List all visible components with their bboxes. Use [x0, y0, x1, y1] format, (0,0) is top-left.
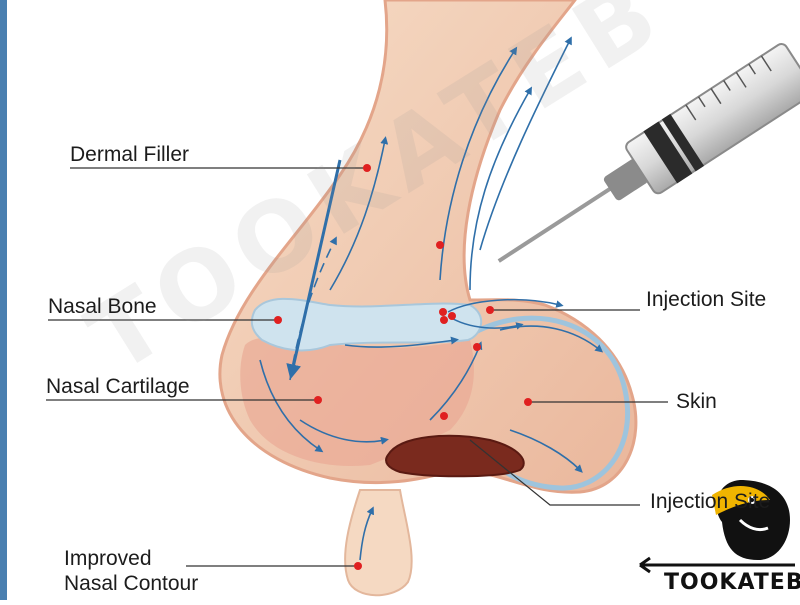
columella: [344, 489, 413, 597]
injection-flow: [447, 298, 564, 330]
flow-arrows: [259, 36, 604, 561]
nostril: [385, 434, 525, 478]
ala-outline: [468, 315, 631, 491]
nasal-bone-shape: [250, 297, 482, 352]
toucan-logo-icon: [639, 480, 795, 574]
label-injection-site-top: Injection Site: [646, 288, 767, 311]
label-improved-line1: Improved: [64, 547, 152, 570]
label-improved-line2: Nasal Contour: [64, 572, 199, 595]
left-edge-strip: [0, 0, 7, 600]
syringe-icon: [497, 43, 800, 263]
site-markers: [274, 164, 532, 570]
label-skin: Skin: [676, 390, 717, 413]
label-nasal-cartilage: Nasal Cartilage: [46, 375, 190, 398]
brand-name: TOOKATEB: [664, 570, 800, 595]
label-nasal-bone: Nasal Bone: [48, 295, 157, 318]
leader-lines: [46, 167, 668, 567]
label-dermal-filler: Dermal Filler: [70, 143, 190, 166]
label-injection-site-bottom: Injection Site: [650, 490, 771, 513]
main-arrow: [286, 159, 342, 380]
